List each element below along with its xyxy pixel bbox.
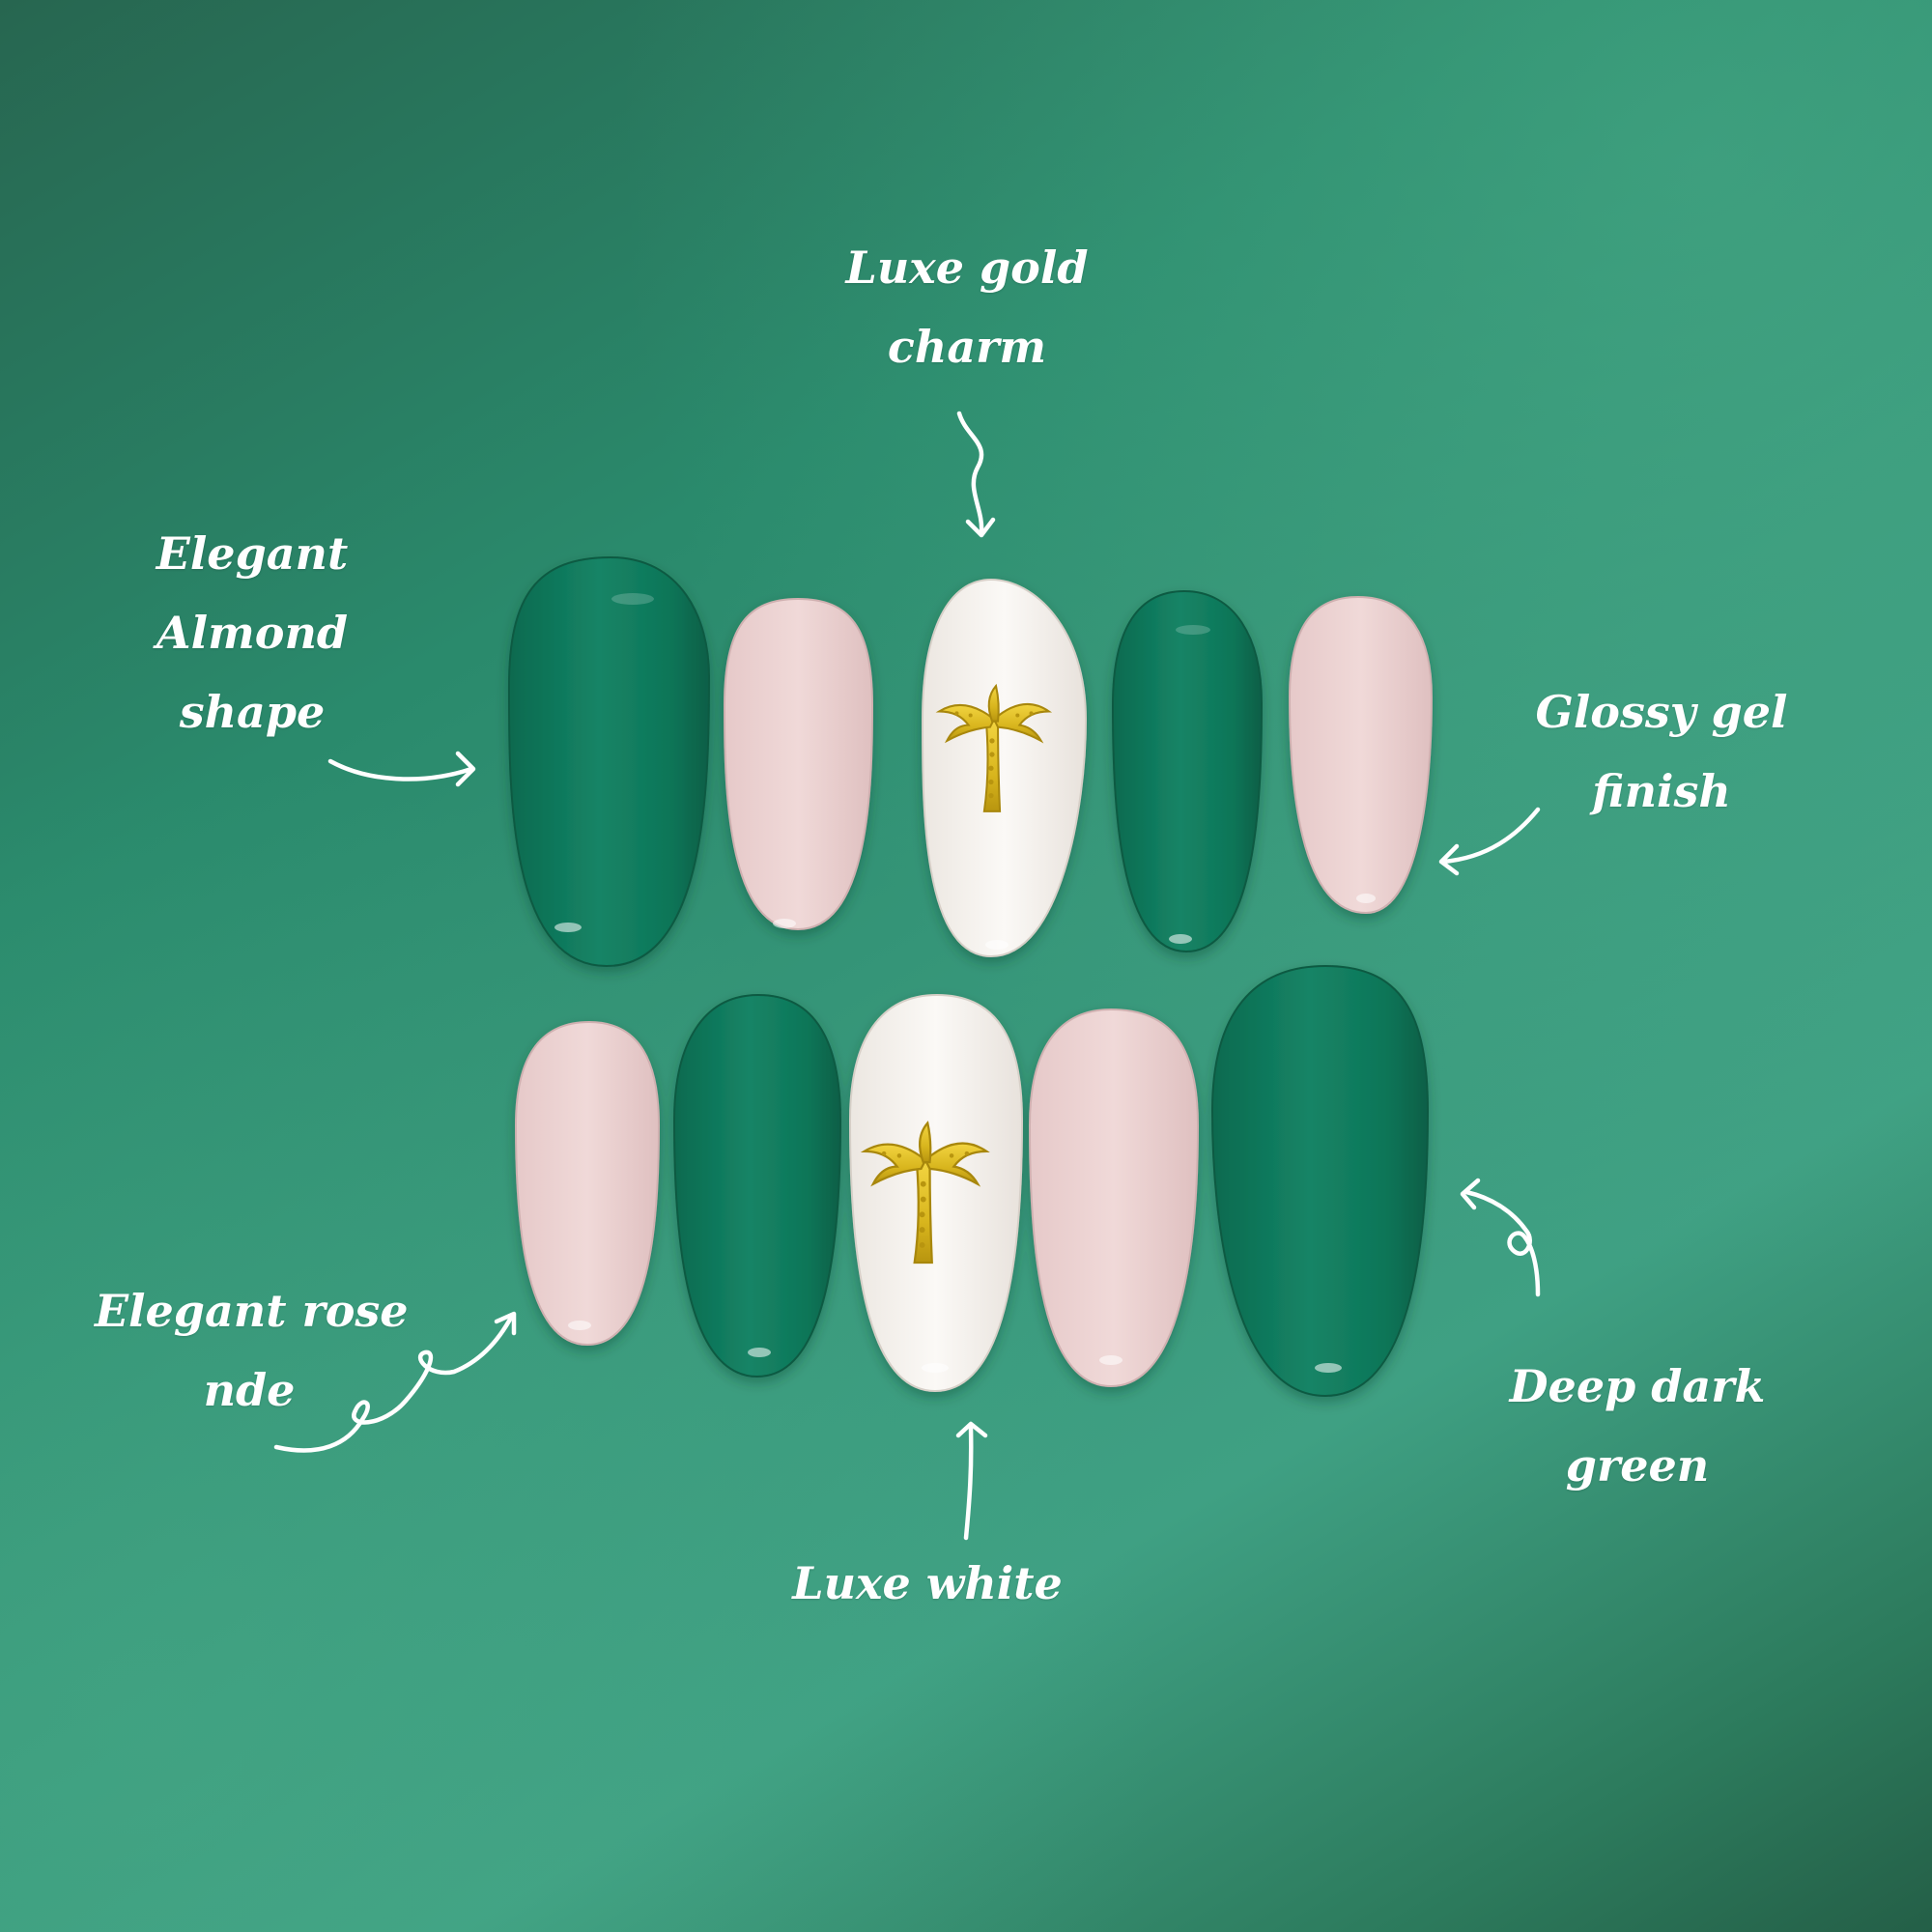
nail-top-rose-nude-2: [1288, 595, 1434, 915]
arrow-rose-nude: [273, 1311, 517, 1453]
label-deep-green-line2: green: [1565, 1439, 1710, 1492]
arrow-glossy-gel: [1438, 807, 1541, 876]
label-almond-line1: Elegant: [156, 527, 349, 580]
nail-bottom-white-charm-1: [848, 993, 1024, 1393]
nail-bottom-rose-nude-2: [1028, 1008, 1200, 1388]
label-luxe-white: Luxe white: [792, 1544, 1063, 1623]
gloss-highlights: [554, 593, 1376, 1373]
top-nail-row: [507, 555, 1434, 968]
label-glossy-gel-finish: Glossy gel finish: [1526, 672, 1797, 831]
label-deep-green-line1: Deep dark: [1509, 1360, 1766, 1412]
arrow-deep-green: [1460, 1178, 1541, 1297]
label-luxe-white-line1: Luxe white: [792, 1557, 1063, 1609]
label-glossy-line2: finish: [1592, 765, 1731, 817]
label-luxe-gold-charm-line1: Luxe gold: [845, 242, 1089, 294]
annotation-arrows: [273, 411, 1541, 1541]
nail-top-deep-green-2: [1111, 589, 1264, 953]
arrow-gold-charm: [956, 411, 996, 538]
label-elegant-almond-shape: Elegant Almond shape: [145, 514, 359, 752]
nail-top-white-charm-1: [921, 578, 1088, 958]
nail-top-rose-nude-1: [723, 597, 874, 931]
label-deep-dark-green: Deep dark green: [1507, 1347, 1768, 1505]
label-luxe-gold-charm: Luxe gold charm: [837, 228, 1097, 386]
label-glossy-line1: Glossy gel: [1535, 686, 1788, 738]
nail-bottom-deep-green-2: [1210, 964, 1430, 1398]
label-elegant-rose-nde: Elegant rose nde: [95, 1271, 409, 1430]
label-rose-line1: Elegant rose: [95, 1285, 409, 1337]
nail-bottom-deep-green-1: [672, 993, 842, 1378]
label-luxe-gold-charm-line2: charm: [887, 321, 1047, 373]
arrow-almond-shape: [327, 751, 476, 787]
label-almond-line2: Almond: [156, 607, 349, 659]
label-almond-line3: shape: [179, 686, 326, 738]
nail-top-deep-green-1: [507, 555, 711, 968]
label-rose-line2: nde: [203, 1364, 296, 1416]
bottom-nail-row: [514, 964, 1430, 1398]
nail-bottom-rose-nude-1: [514, 1020, 661, 1347]
arrow-luxe-white: [955, 1421, 988, 1541]
